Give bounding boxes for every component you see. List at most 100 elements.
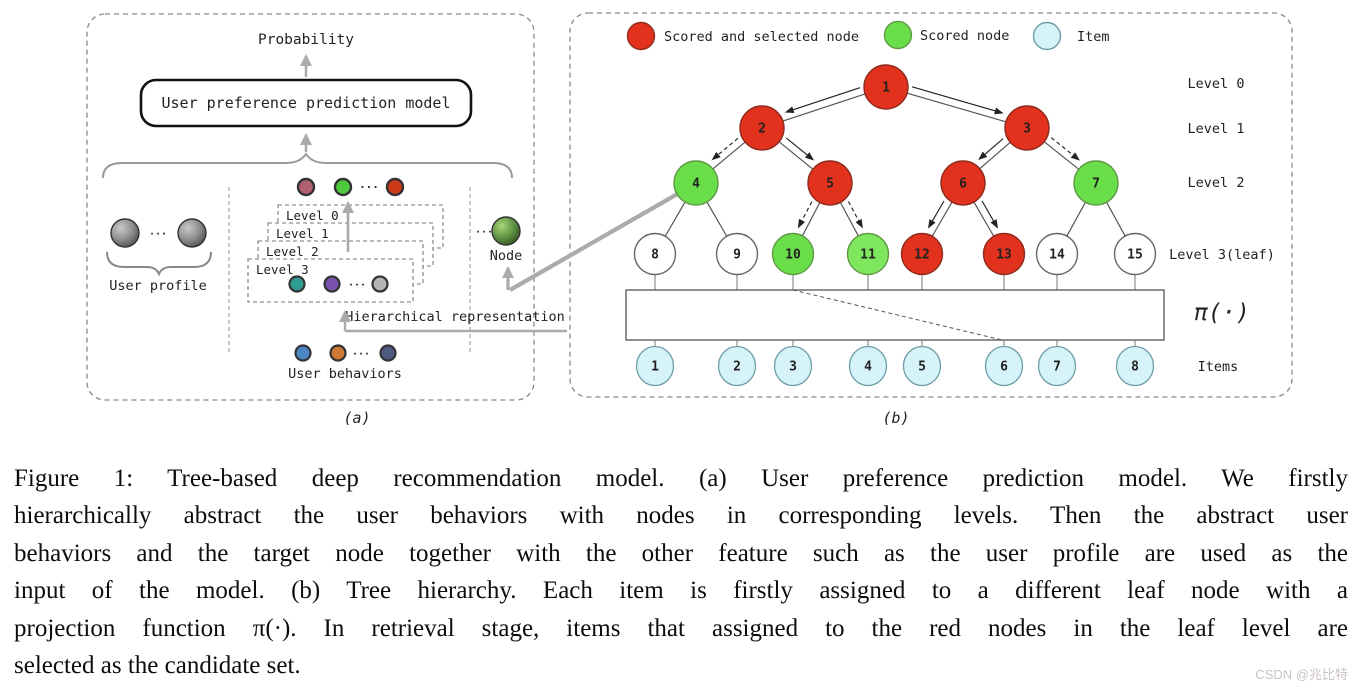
tree-edge [778, 141, 814, 170]
traverse-arrow [785, 137, 815, 161]
item-node-6: 6 [984, 345, 1024, 387]
item-node-4: 4 [848, 345, 888, 387]
caption-line: hierarchically abstract the user behavio… [14, 502, 1348, 530]
model-box-label: User preference prediction model [162, 94, 451, 112]
dots: ··· [348, 280, 366, 291]
tree-node-circle [1073, 160, 1119, 206]
caption-line: selected as the candidate set. [14, 652, 301, 680]
panel-b-tag: (b) [882, 409, 909, 427]
tree-node-circle [900, 232, 944, 276]
dots: ··· [149, 229, 167, 240]
level-label: Level 2 [1188, 175, 1245, 191]
item-number: 8 [1131, 360, 1139, 375]
model-box [139, 78, 473, 128]
abstract-node-circle [296, 177, 316, 197]
watermark: CSDN @兆比特 [1255, 667, 1348, 682]
item-node-3: 3 [773, 345, 813, 387]
tree-edge [664, 201, 686, 237]
tree-node-circle [846, 232, 890, 276]
tree-node-11: 11 [846, 232, 890, 276]
tree-node-circle [715, 232, 759, 276]
traverse-arrow-dashed [847, 201, 863, 229]
traverse-arrow [981, 200, 998, 229]
level-card-label: Level 3 [256, 262, 309, 277]
legend-label: Scored and selected node [664, 29, 859, 45]
panel-a-border [86, 13, 535, 401]
panel-b-border [569, 12, 1293, 398]
tree-node-2: 2 [739, 105, 785, 151]
tree-node-1: 1 [863, 64, 909, 110]
traverse-arrow [978, 138, 1004, 161]
tree-node-number: 5 [826, 177, 834, 192]
item-circle [1037, 345, 1077, 387]
tree-node-5: 5 [807, 160, 853, 206]
traverse-arrow-dashed [797, 201, 813, 229]
tree-node-10: 10 [771, 232, 815, 276]
traverse-arrow-dashed [1050, 137, 1080, 161]
item-number: 4 [864, 360, 872, 375]
item-circle [1115, 345, 1155, 387]
figure-caption: Figure 1: Tree-based deep recommendation… [14, 460, 1348, 684]
item-node-7: 7 [1037, 345, 1077, 387]
tree-node-3: 3 [1004, 105, 1050, 151]
caption-line: Figure 1: Tree-based deep recommendation… [14, 465, 1348, 492]
tree-node-number: 6 [959, 177, 967, 192]
caption-line: projection function π(·). In retrieval s… [14, 614, 1348, 642]
tree-node-13: 13 [982, 232, 1026, 276]
traverse-arrow [784, 87, 861, 114]
level-label: Level 0 [1188, 76, 1245, 92]
pi-label: π(·) [1194, 300, 1249, 326]
tree-edge [1106, 201, 1126, 237]
item-circle [984, 345, 1024, 387]
item-number: 1 [651, 360, 659, 375]
tree-edge [906, 92, 1007, 123]
item-number: 3 [789, 360, 797, 375]
tree-node-6: 6 [940, 160, 986, 206]
tree-edge [1066, 201, 1086, 237]
level-card-label: Level 0 [286, 208, 339, 223]
legend-item: Scored and selected node [626, 21, 859, 51]
profile-sphere [110, 218, 140, 248]
tree-node-number: 1 [882, 81, 890, 96]
tree-edge [973, 201, 995, 237]
abstract-node-circle [385, 177, 405, 197]
level3-circle [323, 275, 341, 293]
dots: ··· [359, 181, 379, 194]
tree-edge [839, 202, 859, 237]
top-brace [102, 152, 513, 179]
node-sphere [491, 216, 521, 246]
tree-node-circle [1004, 105, 1050, 151]
tree-node-number: 4 [692, 177, 700, 192]
cross-panel-line [508, 179, 702, 292]
traverse-arrow [928, 200, 945, 229]
tree-edge [801, 202, 821, 237]
item-number: 6 [1000, 360, 1008, 375]
tree-node-circle [633, 232, 677, 276]
legend-item: Item [1032, 21, 1110, 51]
tree-node-circle [940, 160, 986, 206]
behavior-circle [329, 344, 347, 362]
item-circle [635, 345, 675, 387]
tree-node-number: 7 [1092, 177, 1100, 192]
tree-node-number: 2 [758, 122, 766, 137]
node-label: Node [490, 248, 523, 264]
tree-node-circle [771, 232, 815, 276]
tree-node-number: 13 [996, 248, 1012, 263]
tree-node-15: 15 [1113, 232, 1157, 276]
tree-node-number: 10 [785, 248, 801, 263]
traverse-arrow-dashed [711, 137, 739, 161]
item-node-8: 8 [1115, 345, 1155, 387]
behavior-circle [379, 344, 397, 362]
abstract-node-circle [333, 177, 353, 197]
legend-label: Item [1077, 29, 1110, 45]
user-behaviors-label: User behaviors [288, 366, 402, 382]
tree-node-12: 12 [900, 232, 944, 276]
item-number: 7 [1053, 360, 1061, 375]
tree-node-7: 7 [1073, 160, 1119, 206]
probability-label: Probability [258, 32, 354, 48]
tree-node-number: 11 [860, 248, 876, 263]
hierarchical-label: Hierarchical representation [345, 309, 564, 325]
tree-node-number: 15 [1127, 248, 1143, 263]
